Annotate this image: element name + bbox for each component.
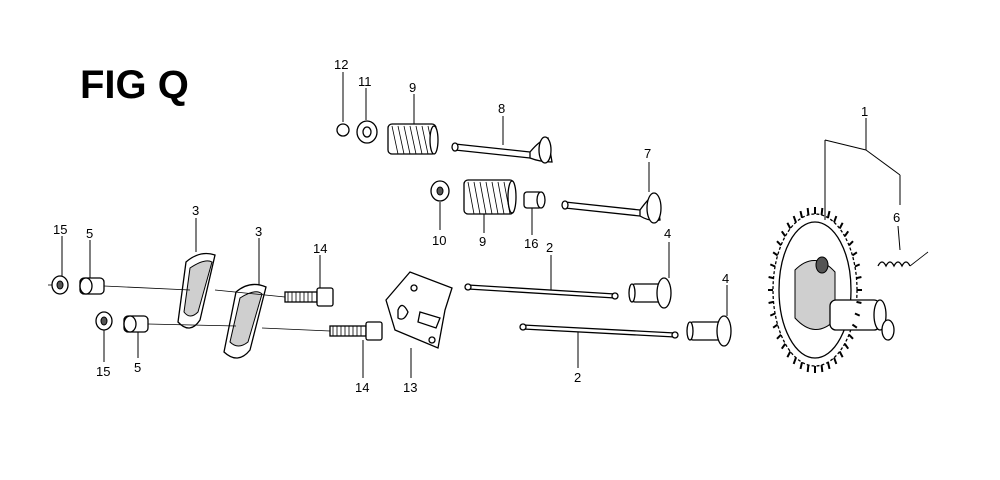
valve-spring-lower xyxy=(463,179,517,215)
gear-tooth xyxy=(776,240,782,247)
adjusting-nut-upper xyxy=(79,277,105,295)
gear-tooth xyxy=(780,343,787,350)
gear-tooth xyxy=(792,357,797,365)
gear-teeth xyxy=(768,207,862,373)
push-rod-guide-plate xyxy=(385,271,453,349)
tappet-lower xyxy=(686,315,732,347)
lock-nut-upper xyxy=(51,275,69,295)
gear-tooth xyxy=(768,276,774,280)
callout-13: 13 xyxy=(403,380,417,395)
callout-3-left: 3 xyxy=(192,203,199,218)
gear-tooth xyxy=(806,207,810,216)
callout-4-upper: 4 xyxy=(664,226,671,241)
callout-9-upper: 9 xyxy=(409,80,416,95)
callout-8: 8 xyxy=(498,101,505,116)
pivot-bolt-lower xyxy=(329,321,383,341)
lock-nut-lower xyxy=(95,311,113,331)
gear-tooth xyxy=(786,222,792,229)
assembly-guide-lines xyxy=(48,284,331,332)
valve-upper xyxy=(451,136,553,164)
callout-7: 7 xyxy=(644,146,651,161)
gear-tooth xyxy=(768,300,774,304)
rocker-arm-right xyxy=(223,283,267,359)
gear-tooth xyxy=(856,276,862,280)
gear-tooth xyxy=(843,230,850,237)
gear-tooth xyxy=(769,263,776,268)
gear-tooth xyxy=(792,215,797,223)
callout-5-upper: 5 xyxy=(86,226,93,241)
callout-5-lower: 5 xyxy=(134,360,141,375)
callout-6: 6 xyxy=(893,210,900,225)
rocker-arm-left xyxy=(177,252,216,329)
callout-2-lower: 2 xyxy=(574,370,581,385)
gear-tooth xyxy=(843,343,850,350)
valve-rotator xyxy=(523,191,546,209)
gear-tooth xyxy=(799,210,803,218)
gear-tooth xyxy=(769,312,776,317)
callout-14-upper: 14 xyxy=(313,241,327,256)
exhaust-valve-retainer xyxy=(430,180,450,202)
gear-tooth xyxy=(833,357,838,365)
pivot-bolt-upper xyxy=(284,287,334,307)
callout-10: 10 xyxy=(432,233,446,248)
push-rod-lower xyxy=(519,323,679,339)
camshaft-gear xyxy=(772,213,895,367)
callout-15-lower: 15 xyxy=(96,364,110,379)
callout-labels: 1 2 2 3 3 4 4 5 5 6 7 8 9 9 10 11 12 13 … xyxy=(53,57,900,395)
gear-tooth xyxy=(838,351,844,358)
figure-title: FIG Q xyxy=(80,63,189,107)
tappet-upper xyxy=(628,277,672,309)
push-rod-upper xyxy=(464,283,619,300)
callout-3-right: 3 xyxy=(255,224,262,239)
gear-tooth xyxy=(848,333,854,340)
callout-4-lower: 4 xyxy=(722,271,729,286)
gear-tooth xyxy=(851,251,858,257)
gear-tooth xyxy=(820,207,824,216)
gear-tooth xyxy=(854,312,861,317)
valve-cotter xyxy=(336,123,350,137)
callout-2-upper: 2 xyxy=(546,240,553,255)
gear-tooth xyxy=(833,215,838,223)
valve-spring-upper xyxy=(387,123,439,155)
callout-1: 1 xyxy=(861,104,868,119)
gear-tooth xyxy=(827,210,831,218)
callout-11: 11 xyxy=(358,74,372,89)
callout-16: 16 xyxy=(524,236,538,251)
spring-retainer xyxy=(356,120,378,144)
callout-9-lower: 9 xyxy=(479,234,486,249)
gear-tooth xyxy=(799,362,803,370)
gear-tooth xyxy=(827,362,831,370)
decompressor-spring xyxy=(877,251,929,268)
gear-tooth xyxy=(780,230,787,237)
gear-tooth xyxy=(772,251,779,257)
valve-lower xyxy=(561,192,662,224)
gear-tooth xyxy=(851,323,858,329)
gear-tooth xyxy=(848,240,854,247)
gear-tooth xyxy=(806,364,810,373)
gear-tooth xyxy=(820,364,824,373)
gear-tooth xyxy=(838,222,844,229)
gear-tooth xyxy=(786,351,792,358)
gear-tooth xyxy=(856,300,862,304)
adjusting-nut-lower xyxy=(123,315,149,333)
gear-tooth xyxy=(772,323,779,329)
callout-15-upper: 15 xyxy=(53,222,67,237)
callout-14-lower: 14 xyxy=(355,380,369,395)
gear-tooth xyxy=(776,333,782,340)
gear-tooth xyxy=(854,263,861,268)
callout-12: 12 xyxy=(334,57,348,72)
leader-lines xyxy=(61,72,901,378)
